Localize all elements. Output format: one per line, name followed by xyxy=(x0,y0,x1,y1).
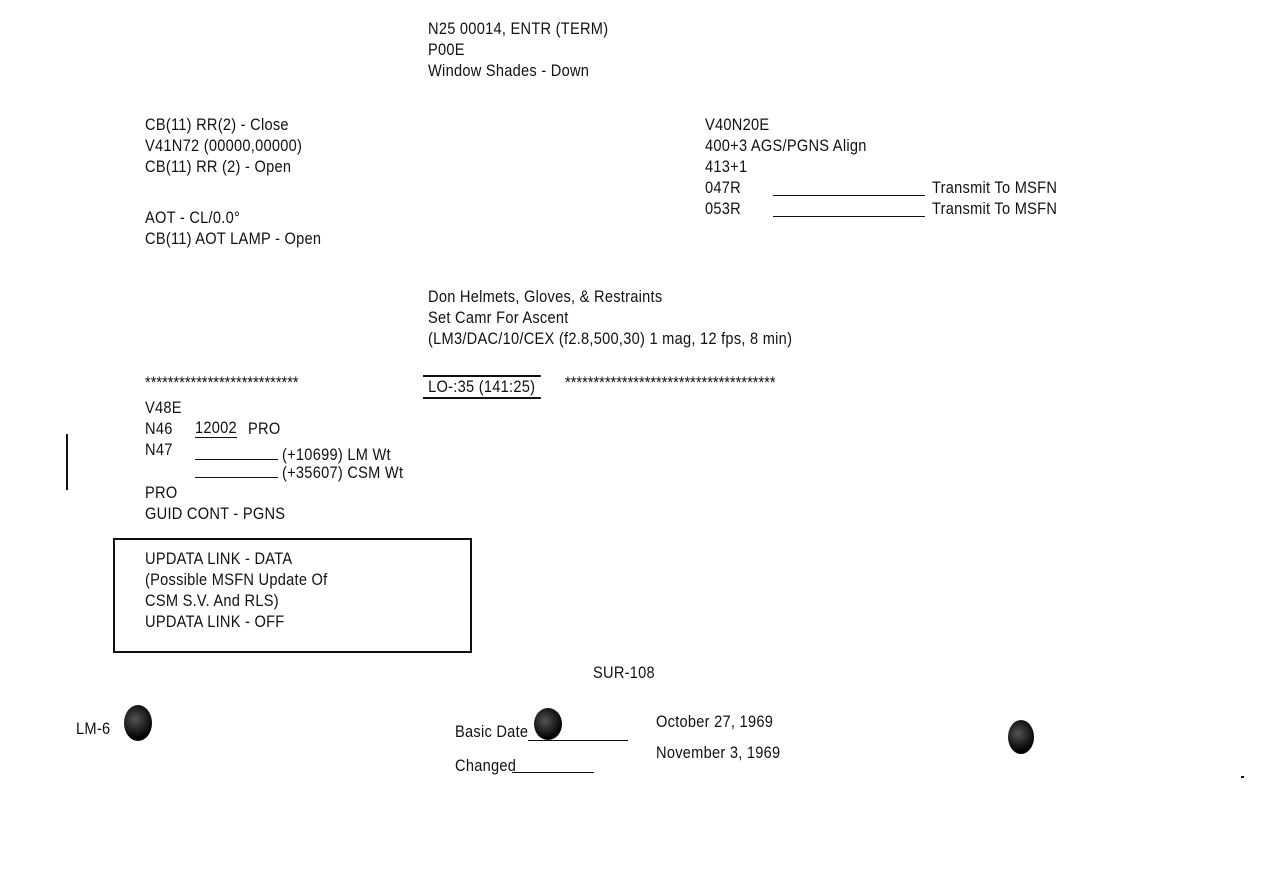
note-line: UPDATA LINK - DATA xyxy=(145,549,293,568)
step-line: CB(11) RR (2) - Open xyxy=(145,157,292,176)
step-line: N25 00014, ENTR (TERM) xyxy=(428,19,609,38)
transmit-code: 047R xyxy=(705,178,741,197)
entry-blank xyxy=(773,216,925,217)
step-line: V41N72 (00000,00000) xyxy=(145,136,303,155)
stars-left: *************************** xyxy=(145,373,299,392)
changed-label: Changed xyxy=(455,756,517,775)
page-id: SUR-108 xyxy=(593,663,655,682)
step-line: PRO xyxy=(145,483,178,502)
step-label: N46 xyxy=(145,419,173,438)
step-line: 413+1 xyxy=(705,157,748,176)
step-line: GUID CONT - PGNS xyxy=(145,504,286,523)
stars-right: ************************************* xyxy=(565,373,776,392)
change-bar xyxy=(66,434,68,490)
step-line: CB(11) RR(2) - Close xyxy=(145,115,289,134)
step-line: CB(11) AOT LAMP - Open xyxy=(145,229,322,248)
seal-icon xyxy=(124,705,152,741)
n46-value: 12002 xyxy=(195,418,237,438)
note-line: (Possible MSFN Update Of xyxy=(145,570,328,589)
step-line: 400+3 AGS/PGNS Align xyxy=(705,136,867,155)
basic-date-label: Basic Date xyxy=(455,722,529,741)
lm-weight: (+10699) LM Wt xyxy=(282,445,391,464)
entry-blank xyxy=(773,195,925,196)
time-label: LO-:35 (141:25) xyxy=(423,375,541,399)
seal-icon xyxy=(1008,720,1034,754)
step-label: N47 xyxy=(145,440,173,459)
step-line: AOT - CL/0.0° xyxy=(145,208,241,227)
step-line: Set Camr For Ascent xyxy=(428,308,569,327)
changed-date: November 3, 1969 xyxy=(656,743,781,762)
csm-weight: (+35607) CSM Wt xyxy=(282,463,404,482)
note-line: CSM S.V. And RLS) xyxy=(145,591,279,610)
step-line: Window Shades - Down xyxy=(428,61,590,80)
step-suffix: PRO xyxy=(248,419,281,438)
step-line: (LM3/DAC/10/CEX (f2.8,500,30) 1 mag, 12 … xyxy=(428,329,793,348)
entry-blank xyxy=(195,459,278,460)
note-line: UPDATA LINK - OFF xyxy=(145,612,285,631)
basic-date: October 27, 1969 xyxy=(656,712,774,731)
entry-blank xyxy=(195,477,278,478)
step-line: P00E xyxy=(428,40,465,59)
seal-icon xyxy=(534,708,562,740)
date-line xyxy=(512,772,594,773)
transmit-action: Transmit To MSFN xyxy=(932,199,1058,218)
step-line: V48E xyxy=(145,398,182,417)
boxed-note: UPDATA LINK - DATA (Possible MSFN Update… xyxy=(113,538,472,653)
speck xyxy=(1241,776,1244,778)
step-line: V40N20E xyxy=(705,115,770,134)
transmit-action: Transmit To MSFN xyxy=(932,178,1058,197)
step-line: Don Helmets, Gloves, & Restraints xyxy=(428,287,663,306)
date-line xyxy=(528,740,628,741)
vehicle-id: LM-6 xyxy=(76,719,111,738)
transmit-code: 053R xyxy=(705,199,741,218)
